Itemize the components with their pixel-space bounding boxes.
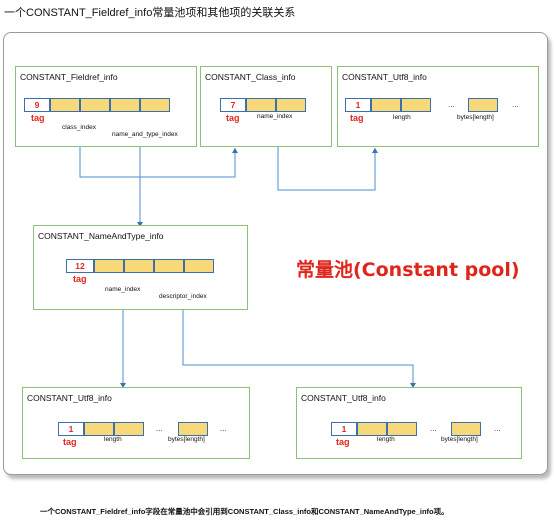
utf8-right-dots-2: ... xyxy=(494,424,501,433)
constant-pool-label: 常量池(Constant pool) xyxy=(296,259,520,281)
utf8-top-bytes-label: bytes[length] xyxy=(456,114,495,121)
utf8-top-title: CONSTANT_Utf8_info xyxy=(342,72,427,82)
utf8-top-tag-cell: 1 xyxy=(345,98,371,112)
utf8-right-bytes-label: bytes[length] xyxy=(440,436,479,443)
nat-descriptor-index-cell-2 xyxy=(184,259,214,273)
utf8-left-tag-label: tag xyxy=(63,437,77,447)
fieldref-tag-cell: 9 xyxy=(24,98,50,112)
utf8-top-length-label: length xyxy=(392,114,412,121)
utf8-left-bytes-label: bytes[length] xyxy=(167,436,206,443)
class-name-index-cell-2 xyxy=(276,98,306,112)
utf8-left-length-cell-2 xyxy=(114,422,144,436)
fieldref-nat-index-cell-1 xyxy=(110,98,140,112)
utf8-right-tag-label: tag xyxy=(336,437,350,447)
utf8-left-length-label: length xyxy=(103,436,123,443)
utf8-left-dots-1: ... xyxy=(156,424,163,433)
nat-descriptor-index-label: descriptor_index xyxy=(158,293,208,300)
utf8-right-dots-1: ... xyxy=(430,424,437,433)
nat-name-index-cell-1 xyxy=(94,259,124,273)
nat-tag-label: tag xyxy=(73,274,87,284)
class-tag-cell: 7 xyxy=(220,98,246,112)
utf8-right-tag-cell: 1 xyxy=(331,422,357,436)
fieldref-tag-label: tag xyxy=(31,113,45,123)
nat-info-title: CONSTANT_NameAndType_info xyxy=(38,231,164,241)
nat-tag-cell: 12 xyxy=(66,259,94,273)
fieldref-nat-index-label: name_and_type_index xyxy=(111,131,179,138)
page-title: 一个CONSTANT_Fieldref_info常量池项和其他项的关联关系 xyxy=(4,7,296,19)
utf8-right-length-cell-1 xyxy=(357,422,387,436)
utf8-top-length-cell-2 xyxy=(401,98,431,112)
utf8-top-dots-1: ... xyxy=(448,100,455,109)
class-info-title: CONSTANT_Class_info xyxy=(205,72,296,82)
utf8-top-bytes-cell xyxy=(468,98,498,112)
fieldref-class-index-label: class_index xyxy=(61,124,97,131)
utf8-left-title: CONSTANT_Utf8_info xyxy=(27,393,112,403)
utf8-right-length-cell-2 xyxy=(387,422,417,436)
fieldref-nat-index-cell-2 xyxy=(140,98,170,112)
class-name-index-label: name_index xyxy=(256,113,294,120)
nat-name-index-label: name_index xyxy=(104,286,142,293)
class-name-index-cell-1 xyxy=(246,98,276,112)
utf8-left-tag-cell: 1 xyxy=(58,422,84,436)
utf8-top-length-cell-1 xyxy=(371,98,401,112)
utf8-top-tag-label: tag xyxy=(350,113,364,123)
utf8-right-title: CONSTANT_Utf8_info xyxy=(301,393,386,403)
fieldref-class-index-cell-1 xyxy=(50,98,80,112)
class-tag-label: tag xyxy=(226,113,240,123)
utf8-left-bytes-cell xyxy=(178,422,208,436)
utf8-right-length-label: length xyxy=(376,436,396,443)
utf8-right-bytes-cell xyxy=(451,422,481,436)
fieldref-class-index-cell-2 xyxy=(80,98,110,112)
utf8-top-dots-2: ... xyxy=(512,100,519,109)
utf8-left-length-cell-1 xyxy=(84,422,114,436)
nat-name-index-cell-2 xyxy=(124,259,154,273)
footer-caption: 一个CONSTANT_Fieldref_info字段在常量池中会引用到CONST… xyxy=(40,507,449,516)
utf8-left-dots-2: ... xyxy=(220,424,227,433)
fieldref-info-title: CONSTANT_Fieldref_info xyxy=(20,72,118,82)
nat-descriptor-index-cell-1 xyxy=(154,259,184,273)
